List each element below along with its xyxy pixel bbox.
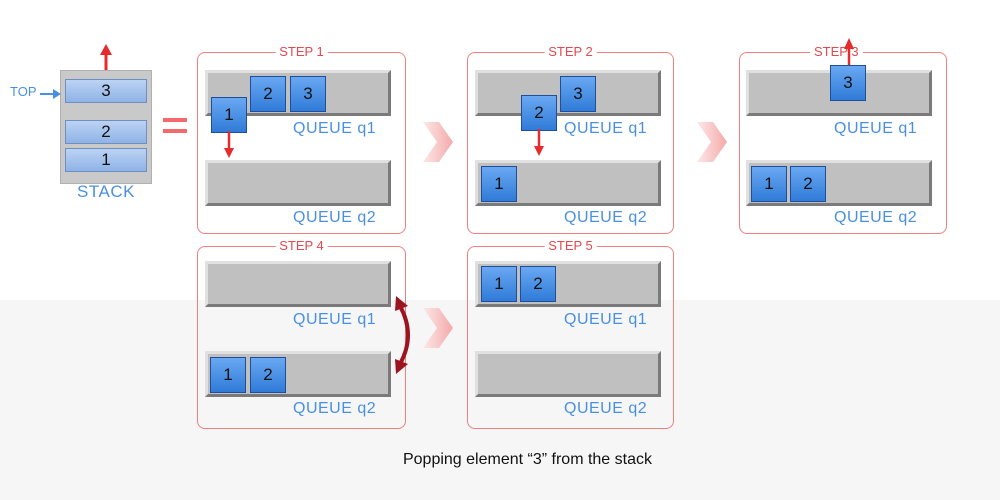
stack-item: 2 — [65, 120, 147, 144]
step-1-queue-q2 — [205, 160, 391, 206]
step-title: STEP 1 — [275, 44, 328, 59]
step-2-q2-item: 1 — [481, 166, 517, 202]
queue-q2-label: QUEUE q2 — [293, 209, 377, 226]
next-step-chevron-icon — [423, 308, 453, 348]
top-pointer-arrow-icon — [40, 89, 61, 99]
step-4-q2-item: 2 — [250, 357, 286, 393]
stack-item: 1 — [65, 148, 147, 172]
pop-arrow-up-icon — [844, 38, 854, 67]
step-5-queue-q2 — [475, 351, 661, 397]
step-5-q1-item: 2 — [520, 266, 556, 302]
step-1-box: STEP 1 — [197, 44, 406, 234]
queue-q2-label: QUEUE q2 — [834, 209, 918, 226]
step-title: STEP 5 — [544, 238, 597, 253]
step-1-q1-item: 3 — [290, 76, 326, 112]
queue-q2-label: QUEUE q2 — [564, 209, 648, 226]
step-title: STEP 2 — [544, 44, 597, 59]
step-4-box: STEP 4 — [197, 238, 406, 429]
step-2-q1-item-dequeued: 2 — [521, 95, 557, 131]
next-step-chevron-icon — [697, 122, 727, 162]
queue-q1-label: QUEUE q1 — [293, 120, 377, 137]
queue-q1-label: QUEUE q1 — [293, 311, 377, 328]
step-5-q1-item: 1 — [481, 266, 517, 302]
top-pointer-label: TOP — [10, 84, 37, 99]
step-3-q2-item: 2 — [790, 166, 826, 202]
step-4-queue-q1 — [205, 261, 391, 307]
swap-queues-arrow-icon — [395, 296, 410, 374]
down-arrow-icon — [224, 131, 234, 158]
queue-q1-label: QUEUE q1 — [834, 120, 918, 137]
down-arrow-icon — [534, 129, 544, 156]
step-3-q1-item-popped: 3 — [830, 65, 866, 101]
step-5-box: STEP 5 — [467, 238, 674, 429]
step-1-q1-item-dequeued: 1 — [211, 97, 247, 133]
queue-q2-label: QUEUE q2 — [564, 400, 648, 417]
stack-label: STACK — [77, 182, 135, 201]
background-lower-band — [0, 300, 1000, 500]
queue-q2-label: QUEUE q2 — [293, 400, 377, 417]
step-title: STEP 4 — [275, 238, 328, 253]
next-step-chevron-icon — [423, 122, 453, 162]
step-2-box: STEP 2 — [467, 44, 674, 234]
step-4-q2-item: 1 — [210, 357, 246, 393]
step-2-q1-item: 3 — [560, 76, 596, 112]
queue-q1-label: QUEUE q1 — [564, 311, 648, 328]
stack-container: 3 2 1 — [60, 70, 152, 184]
queue-q1-label: QUEUE q1 — [564, 120, 648, 137]
equals-sign — [163, 118, 187, 140]
step-1-q1-item: 2 — [250, 76, 286, 112]
diagram-caption: Popping element “3” from the stack — [402, 451, 652, 468]
stack-item: 3 — [65, 79, 147, 103]
step-3-q2-item: 1 — [751, 166, 787, 202]
